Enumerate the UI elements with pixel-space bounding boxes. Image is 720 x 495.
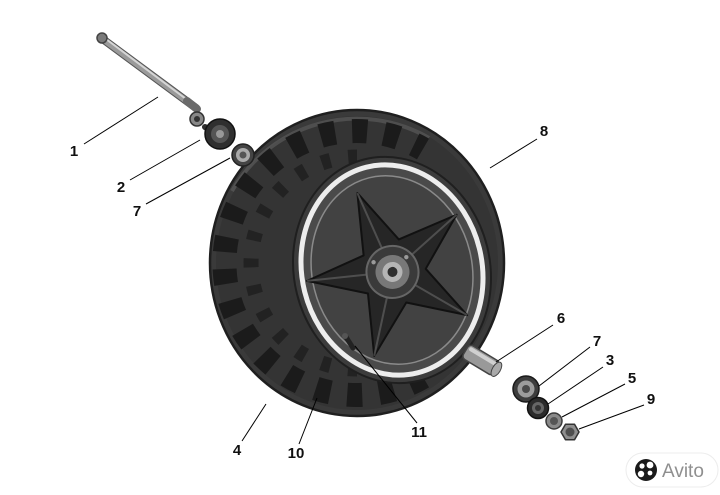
leader-tire [489,138,538,169]
leader-tire-sidewall [241,403,267,442]
leader-bearing-right [538,346,591,387]
callout-number-axle: 1 [70,143,78,160]
tread-inner [243,149,358,377]
avito-logo-icon [635,459,657,481]
valve-stem [342,333,356,351]
leader-axle [83,96,159,145]
leader-oil-seal [547,366,604,405]
spacer-sleeve [462,344,503,377]
callout-number-bearing-left: 7 [133,203,141,220]
leader-spacer-sleeve [495,324,554,363]
callout-number-speedo-drive: 2 [117,179,125,196]
leader-spacer-bushing [561,383,626,418]
leader-valve-stem [354,345,418,424]
callout-numbers: 1 2 7 8 6 7 3 5 9 4 10 11 [70,123,655,462]
callout-number-tire: 8 [540,123,548,140]
callout-number-valve-stem: 11 [411,424,427,441]
watermark-text: Avito [662,461,704,482]
callout-number-axle-nut: 9 [647,391,655,408]
leader-rim [298,397,318,445]
axle-thread [183,97,201,113]
callout-number-spacer-sleeve: 6 [557,310,565,327]
callout-number-rim: 10 [288,445,305,462]
callout-number-spacer: 5 [628,370,636,387]
spacer-bushing [545,412,563,430]
rim [291,155,493,385]
axle-rod [96,32,201,113]
speedometer-drive [189,111,236,150]
bearing-right [512,375,540,403]
avito-watermark: Avito [625,452,719,488]
leader-lines [83,96,645,445]
leader-bearing-left [145,157,231,205]
hub [365,244,420,299]
leader-speedo-drive [129,139,201,181]
leader-axle-nut [578,404,645,430]
tire-highlight [230,116,430,192]
callout-number-oil-seal: 3 [606,352,614,369]
axle-nut [560,423,580,441]
oil-seal [526,396,550,420]
axle-head [96,32,108,44]
callout-number-tire-sidewall: 4 [233,442,242,459]
bearing-left [231,143,255,167]
callout-number-bearing-right: 7 [593,333,601,350]
